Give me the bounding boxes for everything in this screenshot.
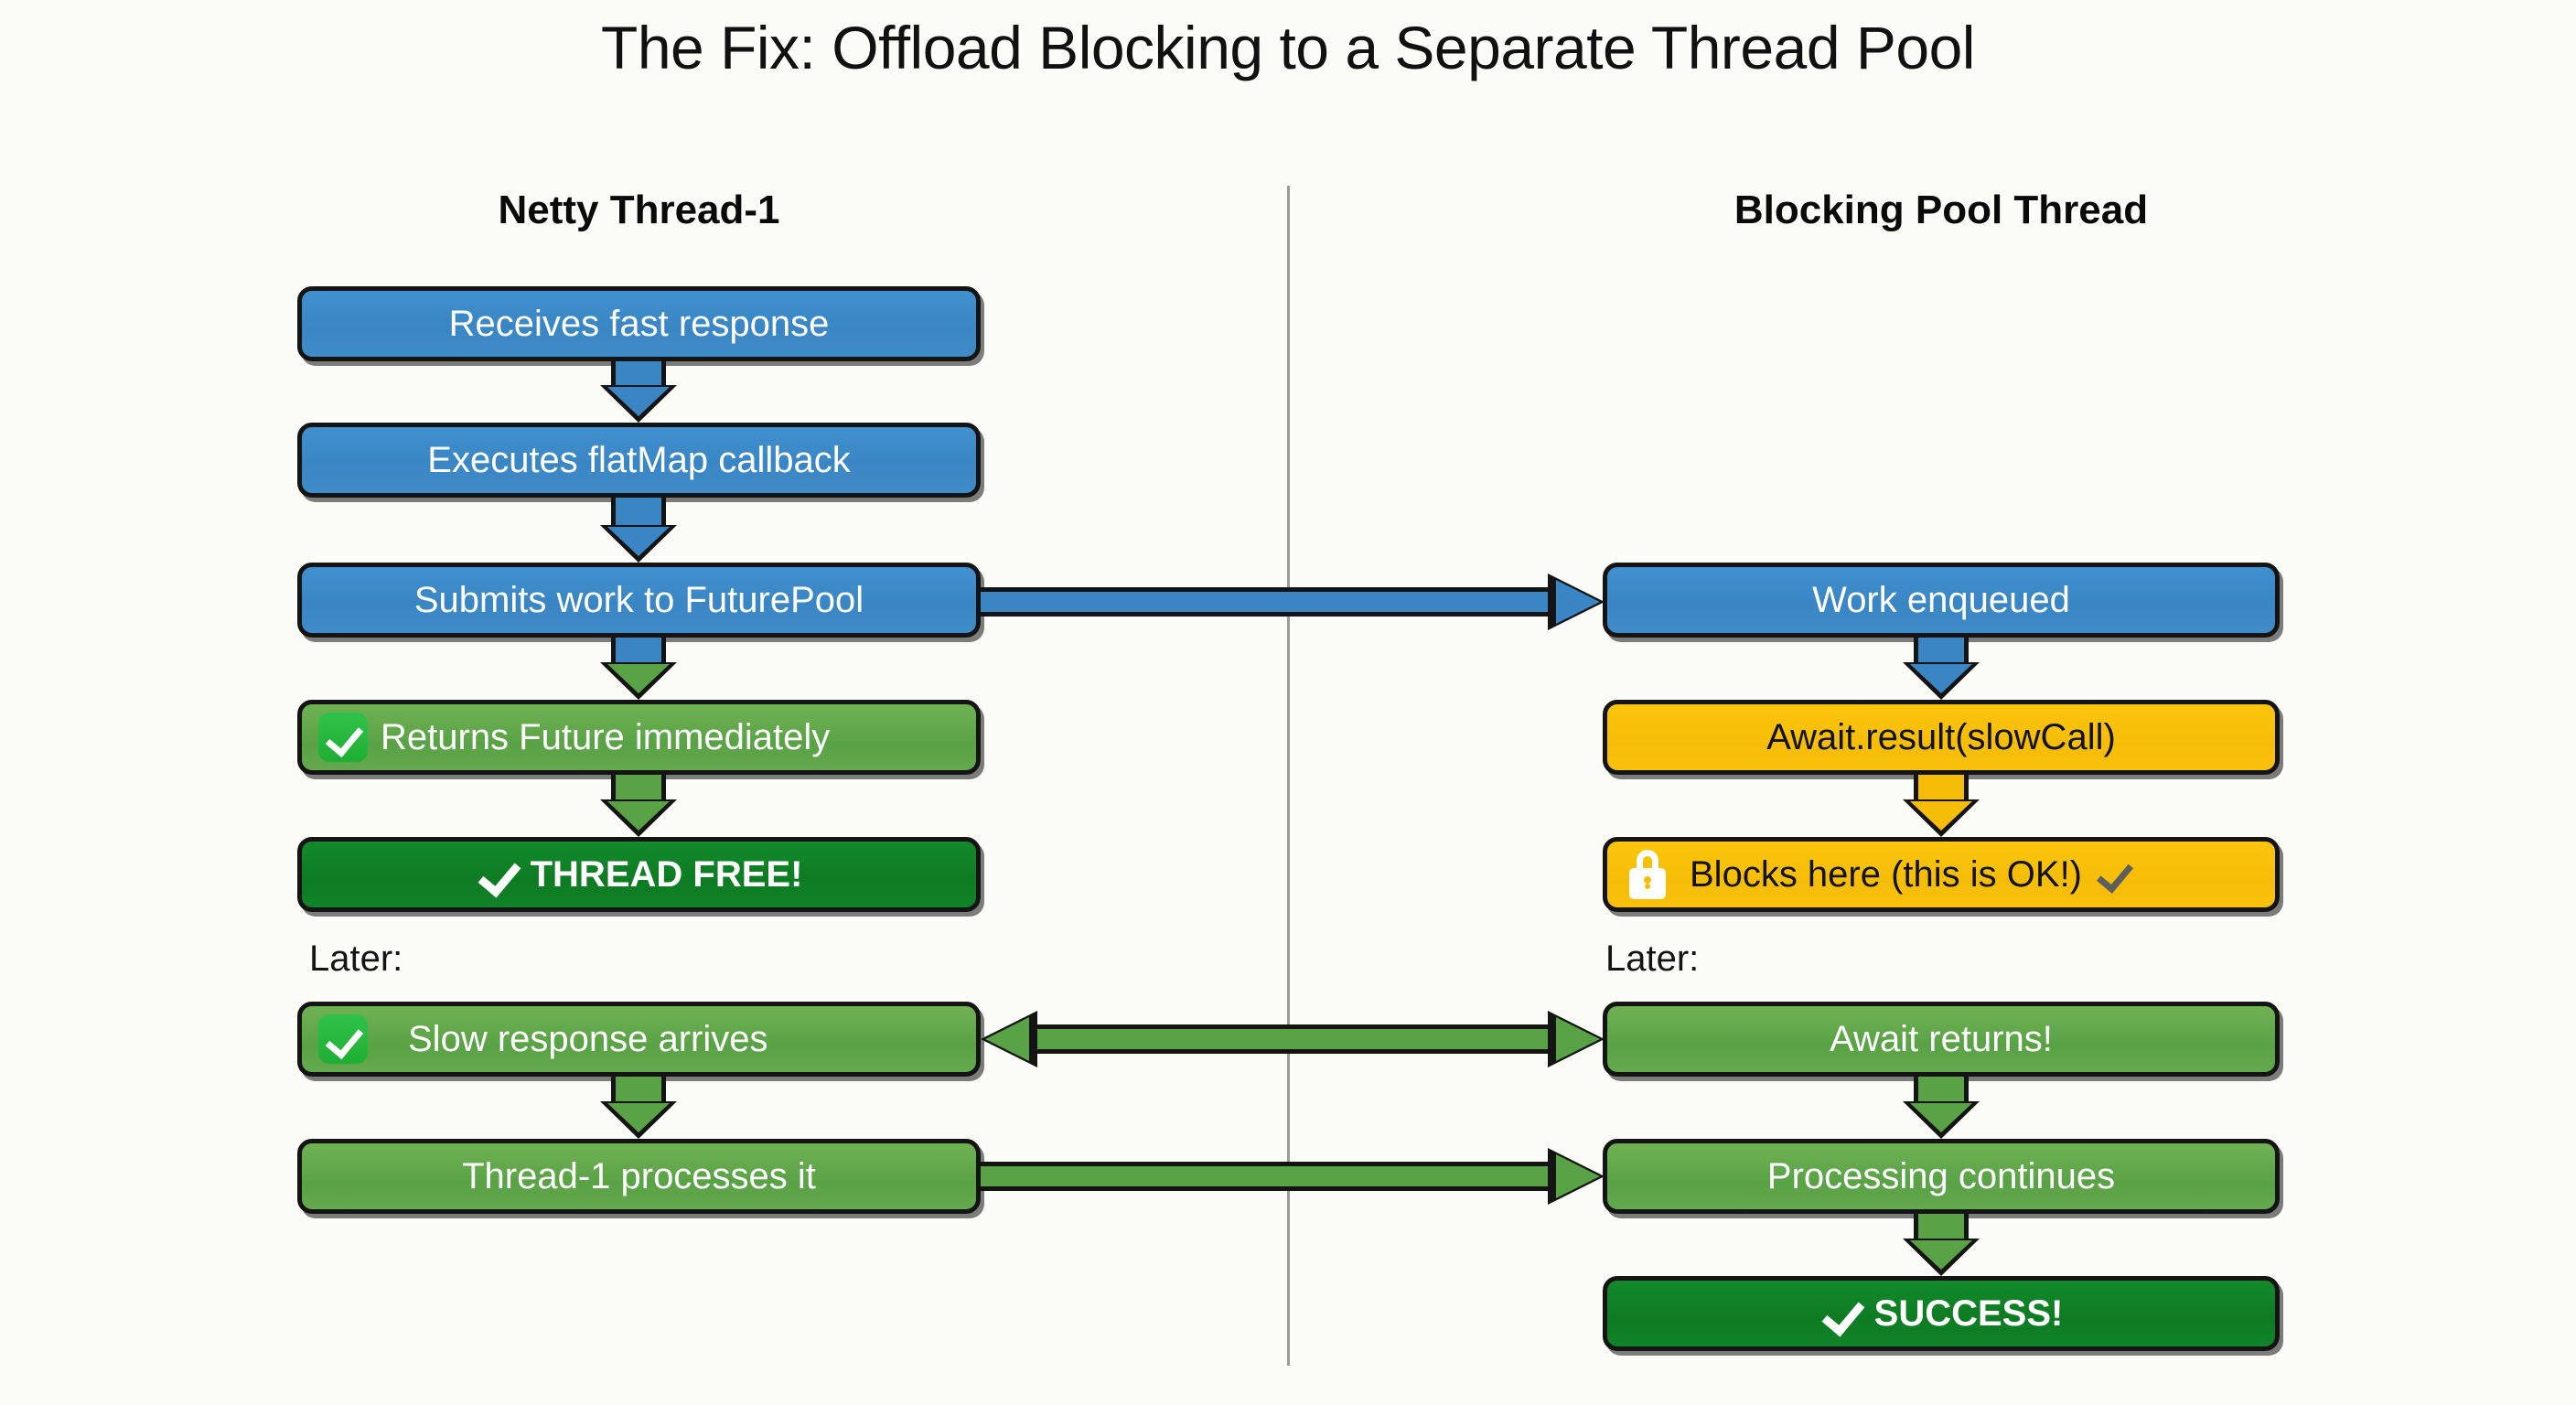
node-label: SUCCESS! [1873, 1293, 2064, 1334]
node-thread-free[interactable]: THREAD FREE! [297, 837, 981, 912]
arrow-down-executes-to-submits [600, 498, 677, 563]
node-success[interactable]: SUCCESS! [1603, 1276, 2280, 1351]
node-label: Returns Future immediately [381, 717, 831, 757]
page-title: The Fix: Offload Blocking to a Separate … [601, 14, 1975, 81]
node-await-result-slowcall[interactable]: Await.result(slowCall) [1603, 700, 2280, 775]
arrow-down-await-to-blockshere [1903, 775, 1980, 837]
node-label: Await returns! [1830, 1019, 2053, 1059]
node-label: Submits work to FuturePool [413, 580, 864, 620]
node-label: Thread-1 processes it [462, 1156, 816, 1196]
check-emoji-icon [318, 1014, 368, 1064]
column-divider [1287, 186, 1290, 1366]
node-label: THREAD FREE! [530, 854, 803, 895]
later-label-left: Later: [309, 938, 403, 979]
node-label: Blocks here (this is OK!) [1690, 854, 2083, 895]
arrow-down-receives-to-executes [600, 361, 677, 423]
arrow-right-thread1-to-processing [981, 1148, 1605, 1205]
arrow-down-workenqueued-to-await [1903, 638, 1980, 700]
column-header-right: Blocking Pool Thread [1733, 188, 2149, 232]
arrow-down-submits-to-returns [600, 638, 677, 700]
arrow-down-awaitreturns-to-processing [1903, 1077, 1980, 1139]
check-gray-icon [2095, 856, 2131, 893]
node-label: Work enqueued [1812, 580, 2070, 620]
node-receives-fast-response[interactable]: Receives fast response [297, 286, 981, 361]
node-await-returns[interactable]: Await returns! [1603, 1002, 2280, 1077]
column-header-left: Netty Thread-1 [498, 188, 780, 232]
arrow-down-processing-to-success [1903, 1214, 1980, 1276]
node-thread1-processes-it[interactable]: Thread-1 processes it [297, 1139, 981, 1214]
node-executes-flatmap-callback[interactable]: Executes flatMap callback [297, 423, 981, 498]
node-label: Slow response arrives [408, 1019, 768, 1059]
node-returns-future-immediately[interactable]: Returns Future immediately [297, 700, 981, 775]
arrow-right-submits-to-workenqueued [981, 574, 1605, 630]
node-label: Receives fast response [448, 304, 830, 344]
node-slow-response-arrives[interactable]: Slow response arrives [297, 1002, 981, 1077]
lock-icon [1627, 850, 1668, 899]
node-label: Executes flatMap callback [427, 440, 851, 480]
later-label-right: Later: [1605, 938, 1700, 979]
node-submits-work-to-futurepool[interactable]: Submits work to FuturePool [297, 563, 981, 638]
node-label: Await.result(slowCall) [1766, 717, 2116, 757]
arrow-down-slowresponse-to-thread1 [600, 1077, 677, 1139]
node-processing-continues[interactable]: Processing continues [1603, 1139, 2280, 1214]
node-label: Processing continues [1766, 1156, 2116, 1196]
node-work-enqueued[interactable]: Work enqueued [1603, 563, 2280, 638]
check-emoji-icon [318, 713, 368, 762]
arrow-bidirectional-slowresponse-awaitreturns [981, 1011, 1605, 1067]
check-icon [476, 853, 518, 896]
arrow-down-returns-to-threadfree [600, 775, 677, 837]
node-blocks-here[interactable]: Blocks here (this is OK!) [1603, 837, 2280, 912]
check-icon [1819, 1292, 1862, 1335]
